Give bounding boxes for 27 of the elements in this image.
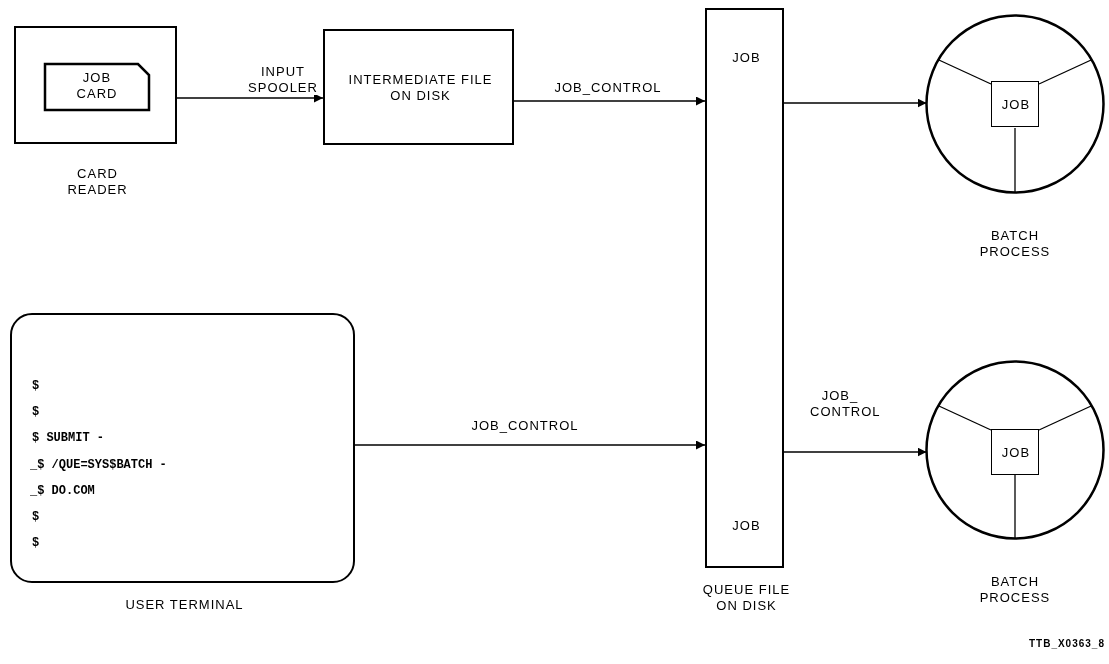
terminal-line: _$ /QUE=SYS$BATCH -	[30, 459, 167, 471]
node-label: JOB	[731, 518, 762, 535]
node-label: INTERMEDIATE FILE ON DISK	[347, 72, 494, 105]
terminal-line: $	[32, 537, 40, 549]
job-box	[991, 81, 1039, 127]
arrow	[513, 96, 706, 106]
figure-code: TTB_X0363_8	[1028, 638, 1105, 651]
job-card	[44, 63, 150, 111]
terminal-line: _$ DO.COM	[30, 485, 95, 497]
process-box	[323, 29, 514, 145]
edge-label: INPUT SPOOLER	[248, 64, 318, 96]
node-label: JOB CARD	[75, 70, 119, 103]
node-label: JOB	[1000, 445, 1032, 462]
node-caption: USER TERMINAL	[124, 597, 245, 614]
node-caption: BATCH PROCESS	[978, 574, 1052, 607]
node-label: JOB	[731, 50, 762, 67]
arrow	[176, 93, 324, 103]
job-box	[991, 429, 1039, 475]
arrow	[354, 440, 706, 450]
node-caption: QUEUE FILE ON DISK	[701, 582, 792, 615]
node-caption: CARD READER	[66, 166, 129, 199]
node-label: JOB	[1000, 97, 1032, 114]
terminal-line: $	[32, 380, 40, 392]
terminal-line: $ SUBMIT -	[32, 432, 104, 444]
node-caption: BATCH PROCESS	[978, 228, 1052, 261]
terminal-line: $	[32, 406, 40, 418]
terminal-line: $	[32, 511, 40, 523]
